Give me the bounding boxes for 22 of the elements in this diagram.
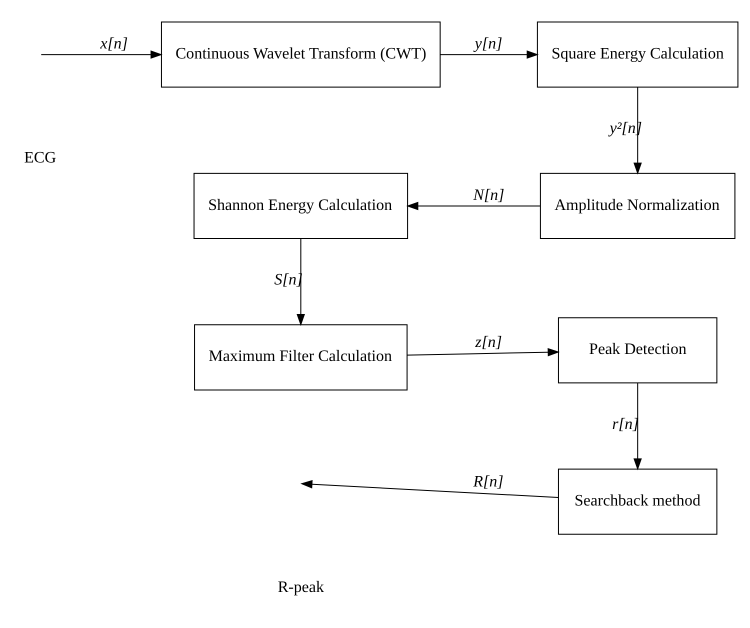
edge-label: R[n]	[472, 473, 504, 490]
edge-label: N[n]	[472, 186, 504, 204]
node-box: Peak Detection	[557, 317, 717, 384]
arrow	[406, 202, 540, 210]
edge-label: y[n]	[474, 35, 502, 52]
arrow	[296, 238, 305, 326]
arrow	[440, 50, 538, 59]
node-box: Maximum Filter Calculation	[194, 324, 408, 390]
label: ECG	[24, 150, 56, 167]
node-box: Square Energy Calculation	[536, 22, 738, 88]
arrow	[632, 87, 642, 175]
node-box: Searchback method	[557, 468, 717, 535]
arrow	[40, 50, 162, 59]
node-box: Shannon Energy Calculation	[193, 172, 408, 240]
arrow	[632, 383, 642, 470]
label: R-peak	[277, 578, 324, 596]
node-box: Amplitude Normalization	[539, 172, 735, 240]
edge-label: z[n]	[474, 334, 502, 352]
node-box: Continuous Wavelet Transform (CWT)	[160, 22, 440, 88]
arrow	[406, 348, 560, 356]
arrow	[300, 480, 558, 498]
edge-label: x[n]	[100, 35, 128, 52]
